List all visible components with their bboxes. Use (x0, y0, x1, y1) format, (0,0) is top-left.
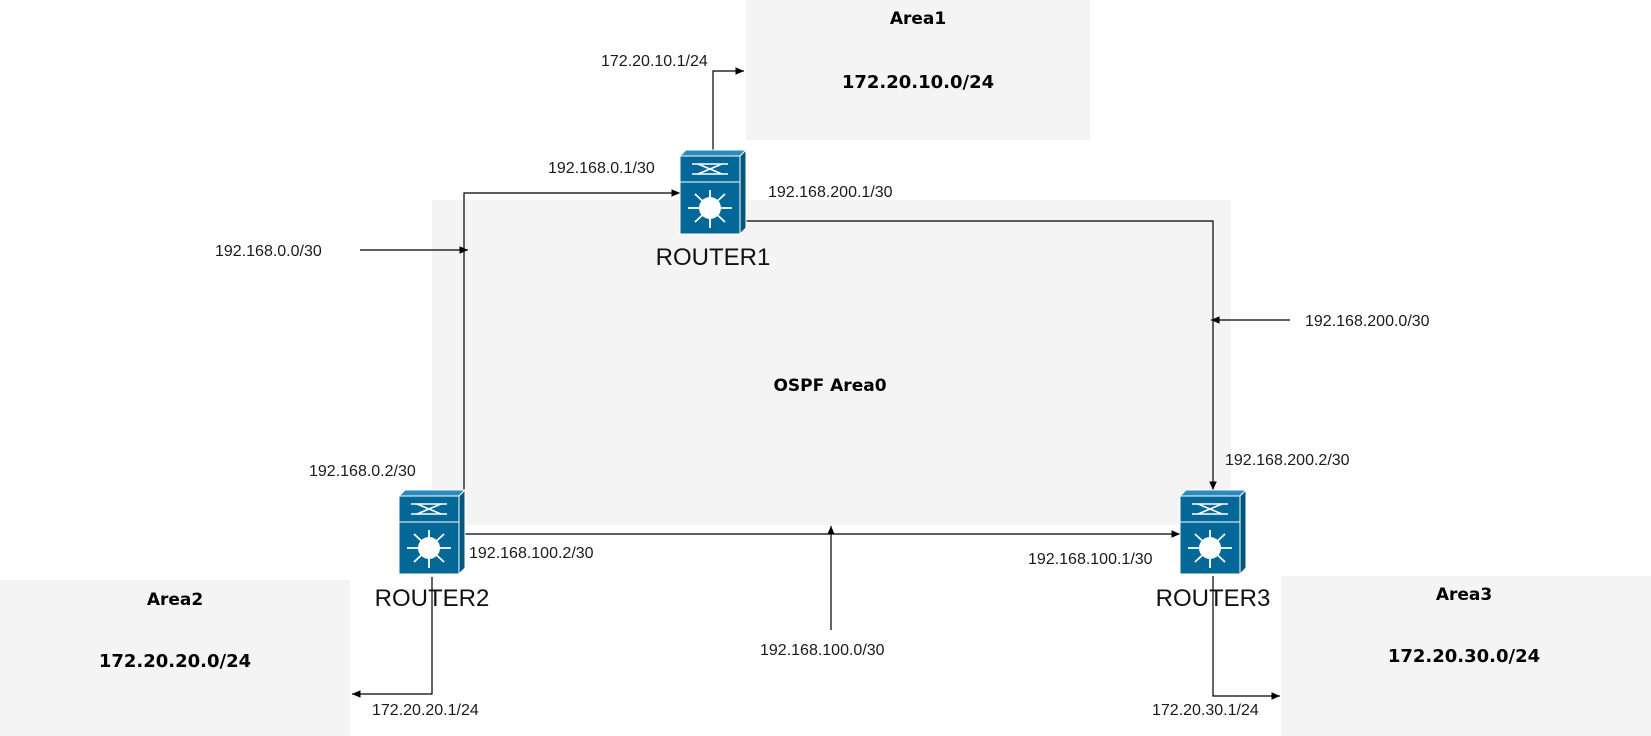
area2-network: 172.20.20.0/24 (99, 651, 251, 672)
backbone-area-title: OSPF Area0 (773, 376, 886, 396)
router1-r3-ip: 192.168.200.1/30 (768, 184, 893, 201)
area1-title: Area1 (890, 9, 946, 29)
area3-network: 172.20.30.0/24 (1388, 646, 1540, 667)
router1-label: ROUTER1 (656, 244, 771, 271)
area3-title: Area3 (1436, 585, 1492, 605)
router3-area3-ip: 172.20.30.1/24 (1152, 702, 1259, 719)
link-router1-area1 (712, 67, 744, 150)
router2-area2-ip: 172.20.20.1/24 (372, 702, 479, 719)
router2-icon[interactable] (398, 489, 466, 575)
router3-r2-ip: 192.168.100.1/30 (1028, 551, 1153, 568)
subnet-r2-r3: 192.168.100.0/30 (760, 642, 885, 659)
area3-box (1281, 576, 1651, 736)
area2-box (0, 580, 350, 736)
area2-title: Area2 (147, 590, 203, 610)
router2-r1-ip: 192.168.0.2/30 (309, 463, 416, 480)
router3-r1-ip: 192.168.200.2/30 (1225, 452, 1350, 469)
link-router3-area3 (1212, 576, 1280, 700)
link-router2-area2 (352, 577, 433, 698)
router2-label: ROUTER2 (375, 585, 490, 612)
link-router2-router1 (463, 189, 680, 495)
area1-box (746, 0, 1090, 140)
router1-r2-ip: 192.168.0.1/30 (548, 160, 655, 177)
router1-area1-ip: 172.20.10.1/24 (601, 53, 708, 70)
backbone-area-box (432, 200, 1231, 525)
subnet-r1-r3: 192.168.200.0/30 (1305, 313, 1430, 330)
area1-network: 172.20.10.0/24 (842, 72, 994, 93)
router3-icon[interactable] (1179, 489, 1247, 575)
link-router1-router3 (744, 220, 1217, 490)
subnet-r1-r2: 192.168.0.0/30 (215, 243, 322, 260)
router1-icon[interactable] (679, 149, 747, 235)
router2-r3-ip: 192.168.100.2/30 (469, 545, 594, 562)
router3-label: ROUTER3 (1156, 585, 1271, 612)
